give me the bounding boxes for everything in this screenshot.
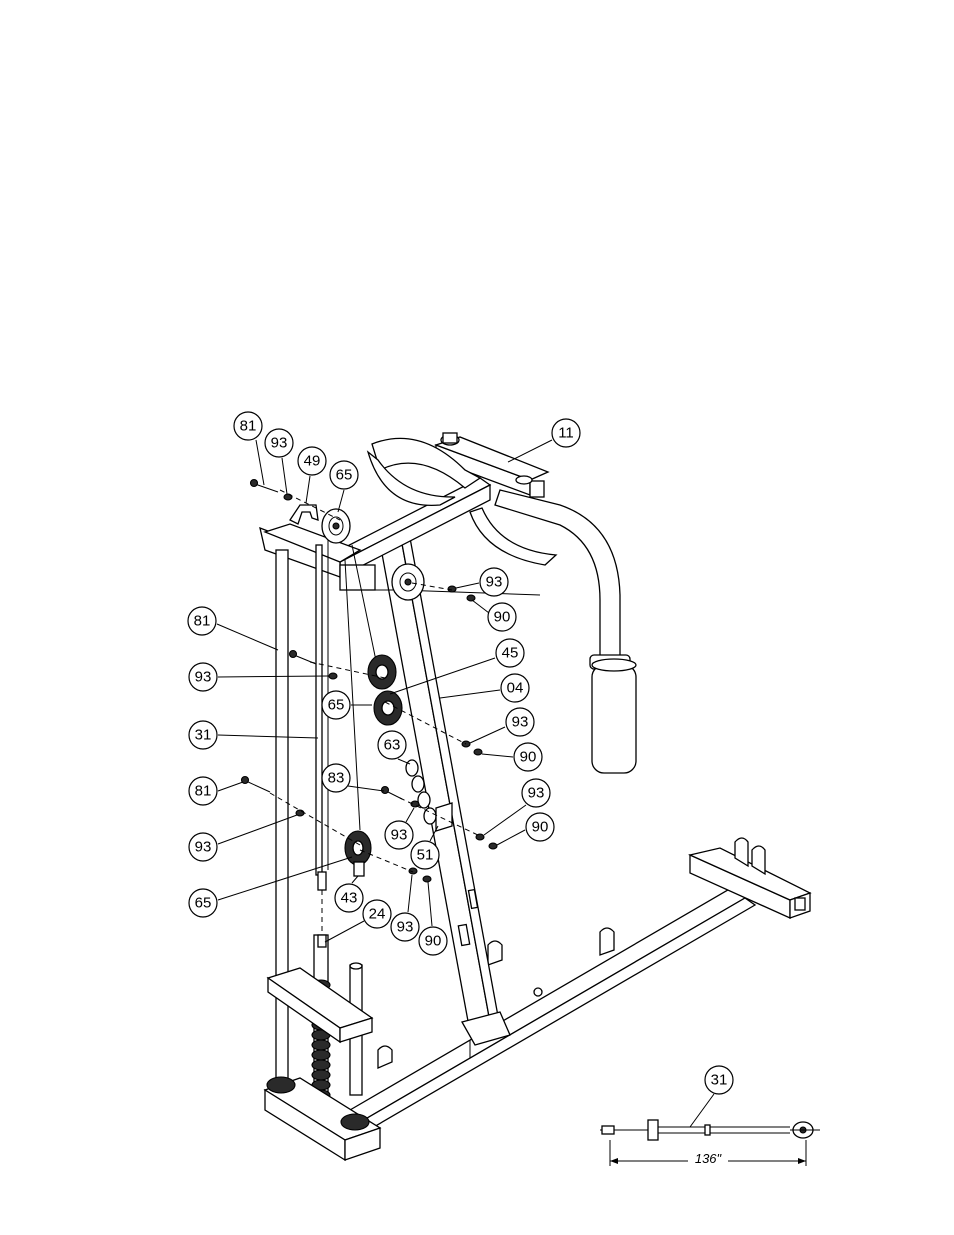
callout-label: 90 xyxy=(494,609,511,626)
leader-line xyxy=(508,440,552,462)
leader-line xyxy=(218,735,318,738)
callout-31: 31 xyxy=(690,1066,733,1127)
callout-label: 93 xyxy=(528,785,545,802)
cable-length-dimension: 136" xyxy=(695,1151,723,1166)
callout-label: 04 xyxy=(507,680,524,697)
pulley-mid-lower xyxy=(374,691,402,725)
leader-line xyxy=(406,808,414,822)
callout-31: 31 xyxy=(189,721,318,749)
bracket-49 xyxy=(290,505,318,524)
leader-line xyxy=(408,875,412,912)
leader-line xyxy=(690,1094,714,1127)
leader-line xyxy=(472,600,489,613)
callout-label: 81 xyxy=(240,418,257,435)
callout-label: 93 xyxy=(271,435,288,452)
callout-label: 93 xyxy=(512,714,529,731)
leader-line xyxy=(256,440,264,485)
callout-93: 93 xyxy=(189,663,328,691)
callout-90: 90 xyxy=(472,600,516,631)
callout-63: 63 xyxy=(378,731,410,764)
callout-label: 81 xyxy=(194,613,211,630)
weight-plate xyxy=(312,1060,330,1070)
callout-label: 43 xyxy=(341,890,358,907)
weight-plate xyxy=(312,1040,330,1050)
callout-93: 93 xyxy=(265,429,293,494)
leader-line xyxy=(456,583,479,588)
diagonal-main-column xyxy=(378,522,510,1045)
callout-65: 65 xyxy=(330,461,358,512)
callout-83: 83 xyxy=(322,764,384,792)
callout-label: 93 xyxy=(195,669,212,686)
callout-label: 93 xyxy=(391,827,408,844)
callout-93: 93 xyxy=(385,808,414,849)
callout-label: 11 xyxy=(558,425,574,442)
leader-line xyxy=(282,458,287,494)
callout-label: 93 xyxy=(397,919,414,936)
callout-90: 90 xyxy=(482,743,542,771)
base-bracket-right xyxy=(600,928,614,955)
base-bracket-mid xyxy=(488,941,502,965)
callout-label: 93 xyxy=(486,574,503,591)
leader-line xyxy=(218,782,243,791)
leader-line xyxy=(440,690,500,698)
callout-label: 24 xyxy=(369,906,386,923)
leader-line xyxy=(217,624,278,650)
base-bracket-left xyxy=(378,1046,392,1068)
callout-label: 83 xyxy=(328,770,345,787)
callout-49: 49 xyxy=(298,447,326,503)
leader-line xyxy=(306,476,310,503)
callout-label: 45 xyxy=(502,645,519,662)
callout-label: 93 xyxy=(195,839,212,856)
top-cross-beam xyxy=(260,478,490,590)
callout-43: 43 xyxy=(335,876,363,912)
callout-93: 93 xyxy=(470,708,534,743)
pulley-mid-upper xyxy=(368,655,396,689)
callout-label: 65 xyxy=(195,895,212,912)
leader-line xyxy=(470,727,505,743)
pulley-lower xyxy=(345,831,371,876)
callout-90: 90 xyxy=(419,882,447,955)
callout-label: 31 xyxy=(711,1072,728,1089)
weight-plate xyxy=(312,1070,330,1080)
leader-line xyxy=(482,754,513,757)
callout-81: 81 xyxy=(189,777,243,805)
callout-label: 90 xyxy=(532,819,549,836)
callout-04: 04 xyxy=(440,674,529,702)
leader-line xyxy=(348,786,384,791)
callout-51: 51 xyxy=(411,826,439,869)
callout-65: 65 xyxy=(322,691,372,719)
callout-label: 65 xyxy=(328,697,345,714)
callout-11: 11 xyxy=(508,419,580,462)
base-knob xyxy=(534,988,542,996)
callout-label: 81 xyxy=(195,783,212,800)
callout-label: 65 xyxy=(336,467,353,484)
callout-label: 51 xyxy=(417,847,434,864)
callout-90: 90 xyxy=(497,813,554,845)
callout-label: 90 xyxy=(520,749,537,766)
callout-93: 93 xyxy=(391,875,419,941)
pulley-upper-right xyxy=(392,564,424,600)
leader-line xyxy=(338,490,344,512)
callout-label: 31 xyxy=(195,727,212,744)
leader-line xyxy=(484,805,526,835)
leader-line xyxy=(325,921,364,942)
weight-plate xyxy=(312,1050,330,1060)
callout-81: 81 xyxy=(188,607,278,650)
leader-line xyxy=(218,676,328,677)
pulley-top xyxy=(322,509,350,543)
callout-label: 63 xyxy=(384,737,401,754)
cable-inset-detail: 136" xyxy=(600,1120,820,1166)
leader-line xyxy=(352,876,358,883)
callout-label: 49 xyxy=(304,453,321,470)
callout-81: 81 xyxy=(234,412,264,485)
leader-line xyxy=(428,882,432,926)
callout-label: 90 xyxy=(425,933,442,950)
leader-line xyxy=(497,830,525,845)
part-callouts: 81 93 49 65 11 93 90 81 45 04 93 65 93 31 63 90 81 83 93 93… xyxy=(188,412,733,1127)
